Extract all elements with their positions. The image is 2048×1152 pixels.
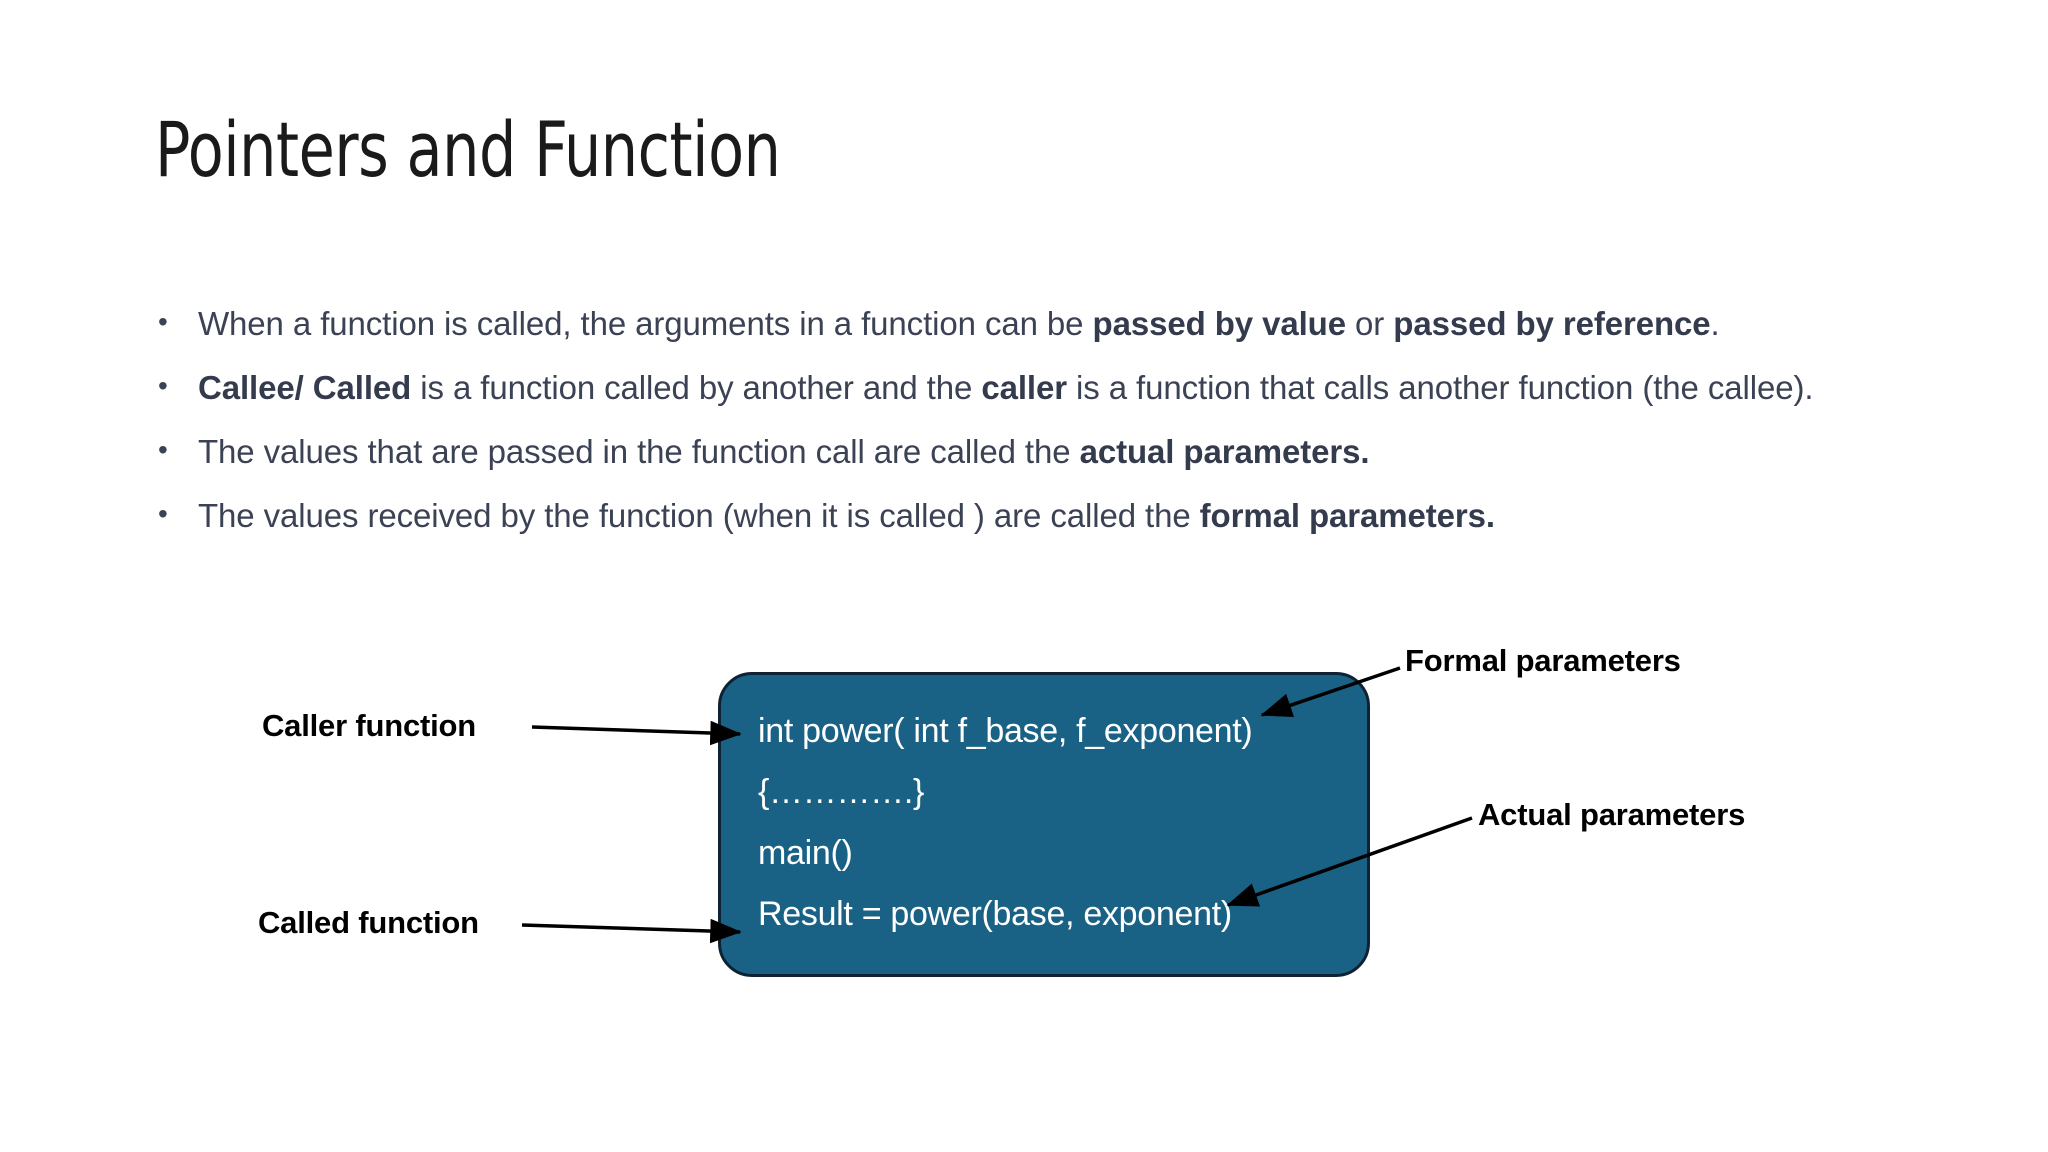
code-line-signature: int power( int f_base, f_exponent) — [758, 711, 1253, 750]
bullet-marker-icon: • — [158, 433, 168, 465]
bullet-marker-icon: • — [158, 369, 168, 401]
label-caller-function: Caller function — [262, 708, 477, 743]
bullet-item-3: • The values that are passed in the func… — [150, 430, 1910, 474]
bullet-text-3: The values that are passed in the functi… — [198, 432, 1370, 470]
code-line-call: Result = power(base, exponent) — [758, 894, 1232, 933]
bullet-text-1: When a function is called, the arguments… — [198, 305, 1720, 342]
label-called-function: Called function — [258, 905, 479, 940]
arrow-called-function — [521, 918, 742, 944]
bullet-item-1: • When a function is called, the argumen… — [150, 302, 1910, 346]
bullet-marker-icon: • — [158, 306, 168, 337]
bullet-text-4: The values received by the function (whe… — [198, 496, 1496, 534]
bullet-item-4: • The values received by the function (w… — [150, 494, 1910, 538]
label-actual-parameters: Actual parameters — [1478, 797, 1746, 832]
label-formal-parameters: Formal parameters — [1405, 643, 1681, 678]
arrow-caller-function — [531, 720, 742, 746]
code-block: int power( int f_base, f_exponent) {…………… — [758, 700, 1358, 944]
bullet-text-2: Callee/ Called is a function called by a… — [198, 368, 1814, 406]
page-title: Pointers and Function — [155, 105, 781, 194]
bullet-item-2: • Callee/ Called is a function called by… — [150, 366, 1910, 410]
code-line-main: main() — [758, 833, 853, 872]
code-line-body: {………….} — [758, 772, 925, 811]
bullet-list: • When a function is called, the argumen… — [150, 302, 1910, 558]
bullet-marker-icon: • — [158, 497, 168, 529]
